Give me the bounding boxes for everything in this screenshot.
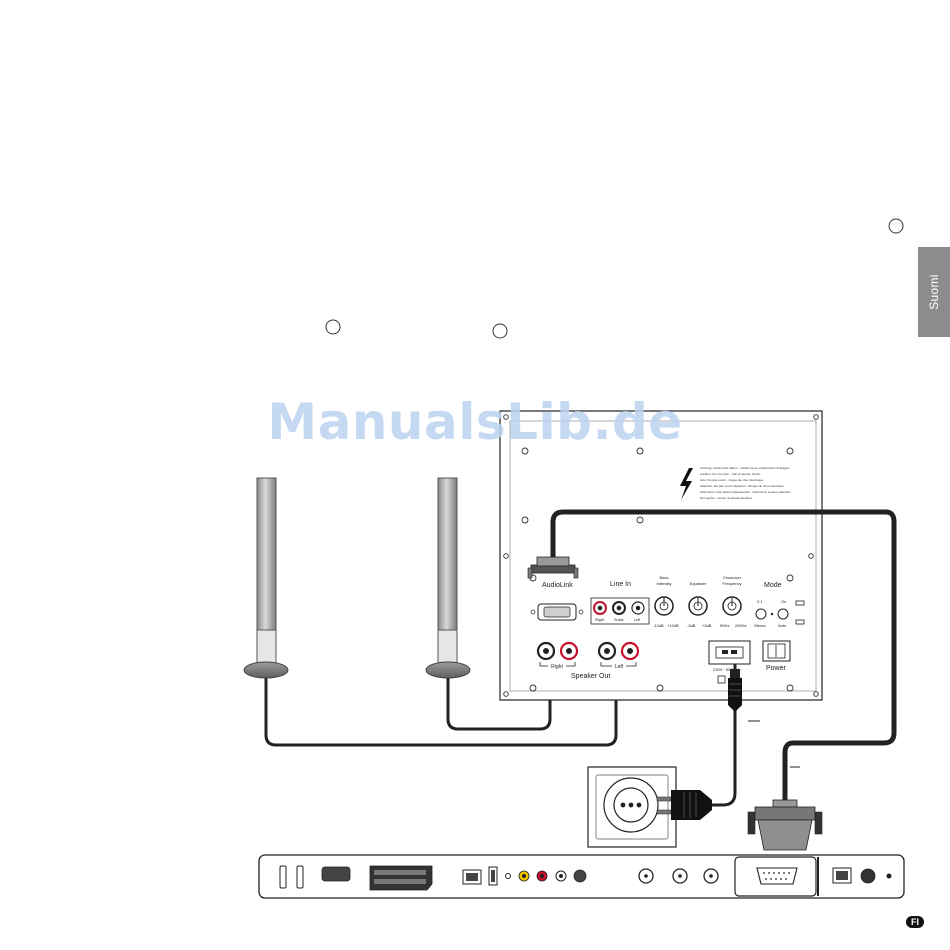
mode-indicator-dot (770, 612, 774, 616)
usb-port[interactable] (296, 865, 304, 889)
reference-marker (325, 319, 341, 335)
language-badge: FI (906, 916, 924, 928)
equalizer-max-label: +3dB (702, 623, 712, 628)
s-video-port[interactable] (573, 869, 587, 883)
mains-plug (656, 790, 712, 820)
usb-a-port[interactable] (488, 866, 498, 886)
mode-auto-button[interactable] (777, 608, 789, 620)
bass-min-label: -12dB (653, 623, 664, 628)
warning-line: Attenzione: Non aprire l'apparecchio - P… (700, 490, 792, 494)
crossover-frequency-knob[interactable] (722, 596, 742, 616)
dsub-port[interactable] (530, 603, 584, 621)
speaker-cable-left (446, 678, 552, 731)
crossover-title-1: Crossover (723, 575, 742, 580)
wall-outlet (587, 766, 677, 848)
speaker-right (243, 477, 289, 679)
mode-stereo-button[interactable] (755, 608, 767, 620)
warning-line: Attention: Ne pas ouvrir l'appareil - Ri… (700, 484, 785, 488)
antenna-port[interactable] (638, 868, 654, 884)
mains-cable (712, 664, 737, 807)
warning-text-block: Achtung: Gerät nicht öffnen - Gefahr ein… (700, 466, 792, 500)
crossover-min-label: 50Hz (720, 623, 729, 628)
mains-inlet[interactable] (708, 640, 751, 665)
bass-title-1: Bass (660, 575, 669, 580)
small-port[interactable] (886, 873, 892, 879)
power-switch[interactable] (762, 640, 791, 662)
electric-hazard-icon (680, 468, 693, 500)
line-in-jack-subw[interactable] (612, 601, 626, 615)
line-in-label-left: Left (634, 618, 641, 622)
reference-marker (888, 218, 904, 234)
warning-line: Avis: Ne pas ouvrir - risque de choc éle… (700, 478, 764, 482)
antenna-port[interactable] (703, 868, 719, 884)
tv-connector-panel (258, 854, 905, 899)
network-port-2[interactable] (832, 867, 852, 884)
mode-right-top-label: On (781, 599, 786, 604)
line-in-label-right: Right (595, 618, 605, 622)
watermark: ManualsLib.de (267, 393, 683, 451)
speaker-out-right-black[interactable] (536, 641, 556, 661)
speaker-left (425, 477, 471, 679)
speaker-out-left-label: Left (615, 664, 624, 670)
mode-left-top-label: 2.1 (757, 599, 763, 604)
mode-indicator-icon (795, 600, 805, 606)
line-in-title: Line In (610, 581, 631, 588)
equalizer-min-label: -3dB (687, 623, 696, 628)
double-insulation-icon (717, 675, 726, 684)
usb-port[interactable] (279, 865, 287, 889)
line-in-jack-left[interactable] (631, 601, 645, 615)
speaker-cable-right (264, 678, 618, 747)
audio-jack-white[interactable] (555, 870, 567, 882)
crossover-title-2: Frequency (723, 581, 742, 586)
line-in-jack-right[interactable] (593, 601, 607, 615)
crossover-max-label: 200Hz (735, 623, 747, 628)
equalizer-title: Equalizer (690, 581, 707, 586)
scart-port[interactable] (369, 865, 433, 891)
mains-rating-label: 230V~ 50/60Hz (713, 667, 741, 672)
speaker-out-left-black[interactable] (597, 641, 617, 661)
reference-marker (492, 323, 508, 339)
language-tab-suomi[interactable]: Suomi (918, 247, 950, 337)
video-jack-yellow[interactable] (518, 870, 530, 882)
mode-title: Mode (764, 582, 782, 589)
mode-right-bottom-label: Auto (778, 623, 787, 628)
bass-intensity-knob[interactable] (654, 596, 674, 616)
warning-line: Caution: Do not open - risk of electric … (700, 472, 761, 476)
audiolink-label: AudioLink (542, 582, 573, 589)
service-port[interactable] (505, 873, 511, 879)
audiolink-cable (550, 509, 897, 800)
equalizer-knob[interactable] (688, 596, 708, 616)
warning-line: Achtung: Gerät nicht öffnen - Gefahr ein… (700, 466, 790, 470)
mode-indicator-icon (795, 619, 805, 625)
warning-line: Non aprire - rischio di scossa elettrica… (700, 496, 753, 500)
speaker-out-right-red[interactable] (559, 641, 579, 661)
line-in-label-subw: Subw (614, 618, 624, 622)
line-in-frame (590, 597, 650, 625)
speaker-out-title: Speaker Out (571, 673, 610, 680)
audiolink-port[interactable] (527, 556, 579, 579)
network-port[interactable] (462, 869, 482, 885)
antenna-port[interactable] (672, 868, 688, 884)
bass-title-2: Intensity (657, 581, 672, 586)
power-label: Power (766, 665, 787, 672)
control-port[interactable] (860, 868, 876, 884)
audiolink-plug (747, 799, 823, 851)
vga-port[interactable] (321, 866, 351, 882)
audio-jack-red[interactable] (536, 870, 548, 882)
speaker-out-left-red[interactable] (620, 641, 640, 661)
tv-audiolink-port[interactable] (756, 867, 798, 885)
bass-max-label: +12dB (667, 623, 679, 628)
speaker-out-right-label: Right (551, 664, 563, 670)
mains-plug-head (728, 669, 742, 712)
subwoofer-rear-panel: Achtung: Gerät nicht öffnen - Gefahr ein… (499, 410, 823, 701)
mode-left-bottom-label: Stereo (754, 623, 767, 628)
